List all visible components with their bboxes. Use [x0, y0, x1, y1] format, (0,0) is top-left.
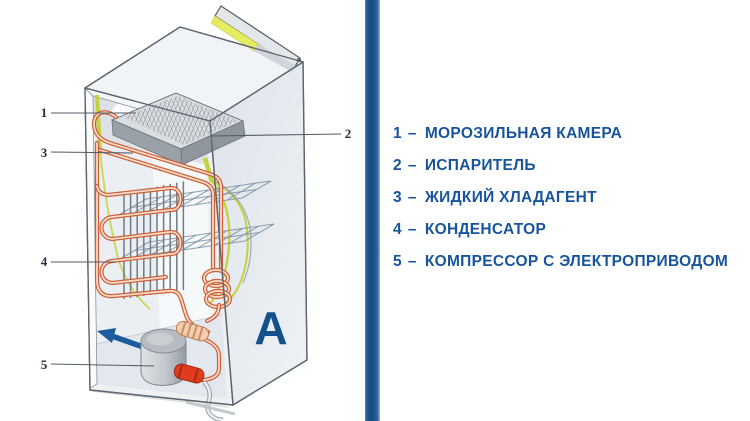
legend-num: 3 — [393, 189, 402, 206]
callout-2: 2 — [211, 126, 352, 141]
callout-3: 3 — [41, 145, 134, 160]
refrigerator-diagram: 1 2 3 4 5 A — [41, 5, 352, 421]
legend-label: ЖИДКИЙ ХЛАДАГЕНТ — [424, 189, 597, 206]
legend-label: ИСПАРИТЕЛЬ — [424, 157, 536, 174]
variant-letter: A — [254, 302, 287, 354]
legend-item-3: 3–ЖИДКИЙ ХЛАДАГЕНТ — [393, 189, 597, 207]
legend-dash: – — [407, 157, 417, 174]
legend-item-4: 4–КОНДЕНСАТОР — [393, 221, 546, 239]
legend-label: КОМПРЕССОР С ЭЛЕКТРОПРИВОДОМ — [424, 253, 729, 270]
svg-text:5: 5 — [41, 357, 48, 372]
legend-item-5: 5–КОМПРЕССОР С ЭЛЕКТРОПРИВОДОМ — [393, 253, 728, 271]
legend-item-1: 1–МОРОЗИЛЬНАЯ КАМЕРА — [393, 125, 622, 143]
legend-label: МОРОЗИЛЬНАЯ КАМЕРА — [424, 125, 623, 142]
svg-text:3: 3 — [41, 145, 48, 160]
legend-num: 1 — [393, 125, 402, 142]
insulation-strip-left — [95, 94, 102, 151]
callout-5: 5 — [41, 357, 155, 372]
legend-dash: – — [407, 189, 417, 206]
legend-item-2: 2–ИСПАРИТЕЛЬ — [393, 157, 536, 175]
legend-num: 5 — [393, 253, 402, 270]
starter-relay — [173, 363, 205, 384]
compressor — [140, 328, 187, 386]
legend-dash: – — [407, 253, 417, 270]
legend-dash: – — [407, 221, 417, 238]
callout-1: 1 — [41, 105, 136, 120]
legend-label: КОНДЕНСАТОР — [424, 221, 547, 238]
legend-dash: – — [407, 125, 417, 142]
svg-text:1: 1 — [41, 105, 48, 120]
insulation-strip-right — [202, 157, 215, 183]
vertical-divider-bar — [365, 0, 380, 421]
svg-text:4: 4 — [41, 254, 48, 269]
callout-4: 4 — [41, 254, 116, 269]
filter-drier — [175, 320, 210, 342]
freezer-evaporator — [110, 92, 246, 166]
legend-num: 4 — [393, 221, 402, 238]
svg-text:2: 2 — [345, 126, 352, 141]
legend-num: 2 — [393, 157, 402, 174]
